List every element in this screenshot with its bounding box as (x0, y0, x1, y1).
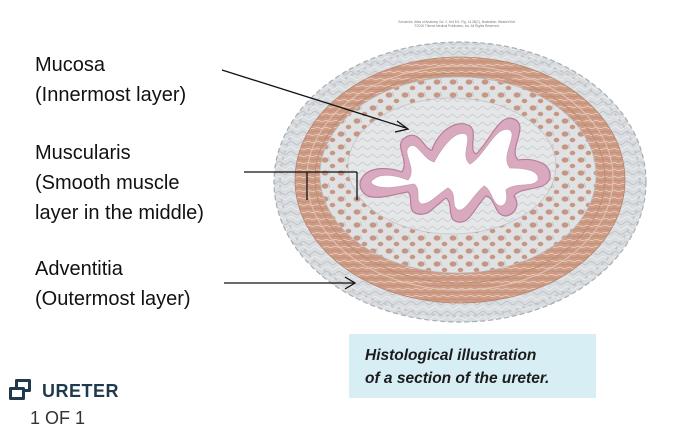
caption-box: Histological illustration of a section o… (349, 334, 596, 398)
mucosa-subtitle: (Innermost layer) (35, 84, 187, 106)
section-title: URETER (42, 381, 120, 401)
adventitia-leader-arrowhead (344, 276, 357, 290)
mucosa-leader-line (221, 69, 407, 129)
image-credit-line-1: Schuenke, Atlas of Anatomy Vol. 2, 2nd E… (398, 20, 516, 24)
image-credit: Schuenke, Atlas of Anatomy Vol. 2, 2nd E… (372, 20, 542, 28)
muscularis-subtitle-1: (Smooth muscle (35, 172, 180, 194)
caption-line-2: of a section of the ureter. (365, 370, 550, 387)
caption-text: Histological illustration of a section o… (365, 344, 549, 390)
adventitia-subtitle: (Outermost layer) (35, 288, 191, 310)
mucosa-leader-arrowhead (394, 120, 410, 133)
page-indicator: 1 OF 1 (30, 408, 86, 428)
adventitia-title: Adventitia (35, 258, 123, 280)
caption-line-1: Histological illustration (365, 347, 537, 364)
label-adventitia: Adventitia (Outermost layer) (35, 254, 191, 314)
window-restore-icon[interactable] (6, 376, 34, 404)
label-muscularis: Muscularis (Smooth muscle layer in the m… (35, 138, 204, 228)
image-credit-line-2: ©2016 Thieme Medical Publishers, Inc. Al… (414, 24, 500, 29)
leader-lines (221, 69, 410, 290)
muscularis-subtitle-2: layer in the middle) (35, 202, 204, 224)
mucosa-title: Mucosa (35, 54, 106, 76)
label-mucosa: Mucosa (Innermost layer) (35, 50, 186, 110)
muscularis-title: Muscularis (35, 142, 131, 164)
ureter-lumen (370, 128, 539, 211)
